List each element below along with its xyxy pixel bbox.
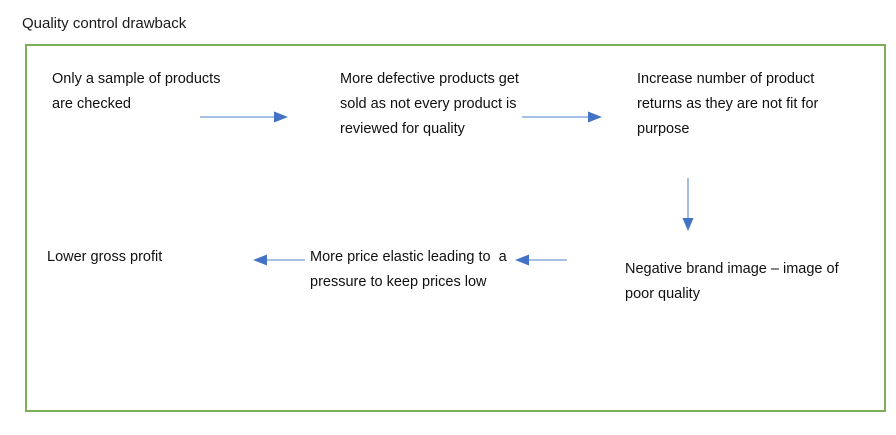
flow-node-negative-brand-image: Negative brand image – image of poor qua…	[625, 261, 839, 302]
flow-node-sample: Only a sample of products are checked	[52, 71, 225, 112]
flow-node-defective: More defective products get sold as not …	[340, 71, 523, 137]
flow-node-returns: Increase number of product returns as th…	[637, 71, 823, 137]
flow-node-price-elastic: More price elastic leading to a pressure…	[310, 249, 511, 290]
arrow-left-icon-negative-to-elastic	[515, 253, 567, 267]
arrow-left-icon-elastic-to-profit	[253, 253, 305, 267]
arrow-right-icon-defective-to-returns	[522, 110, 604, 124]
page-title: Quality control drawback	[22, 15, 187, 32]
arrow-down-icon-returns-to-negative	[681, 178, 695, 232]
flow-node-lower-gross-profit: Lower gross profit	[47, 249, 163, 265]
diagram-frame	[25, 44, 886, 412]
arrow-right-icon-sample-to-defective	[200, 110, 290, 124]
